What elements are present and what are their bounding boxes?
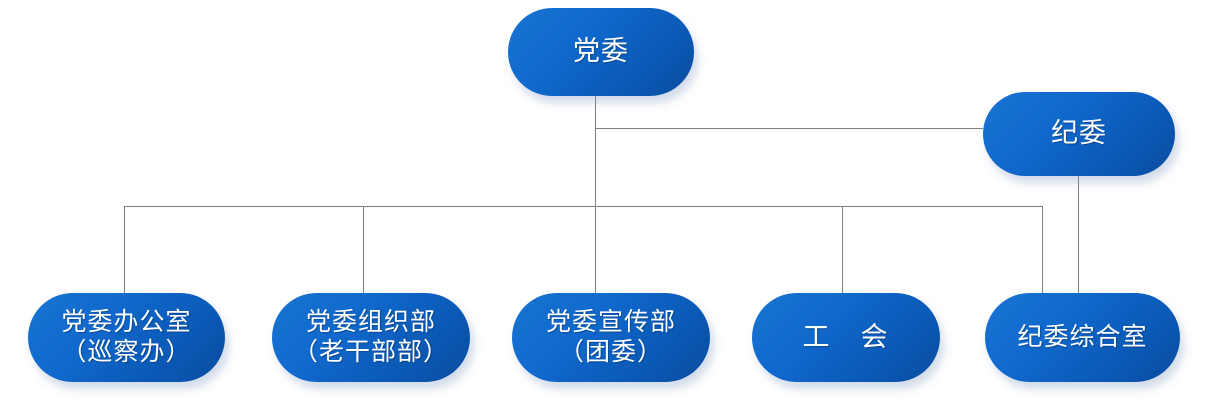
node-labor-union[interactable]: 工 会 xyxy=(752,293,940,382)
node-discipline-general-office[interactable]: 纪委综合室 xyxy=(985,293,1180,382)
node-party-committee-office[interactable]: 党委办公室 （巡察办） xyxy=(28,293,225,382)
node-party-committee[interactable]: 党委 xyxy=(508,8,694,96)
node-discipline-committee[interactable]: 纪委 xyxy=(983,92,1175,176)
node-organization-department[interactable]: 党委组织部 （老干部部） xyxy=(272,293,470,382)
node-propaganda-department[interactable]: 党委宣传部 （团委） xyxy=(512,293,710,382)
